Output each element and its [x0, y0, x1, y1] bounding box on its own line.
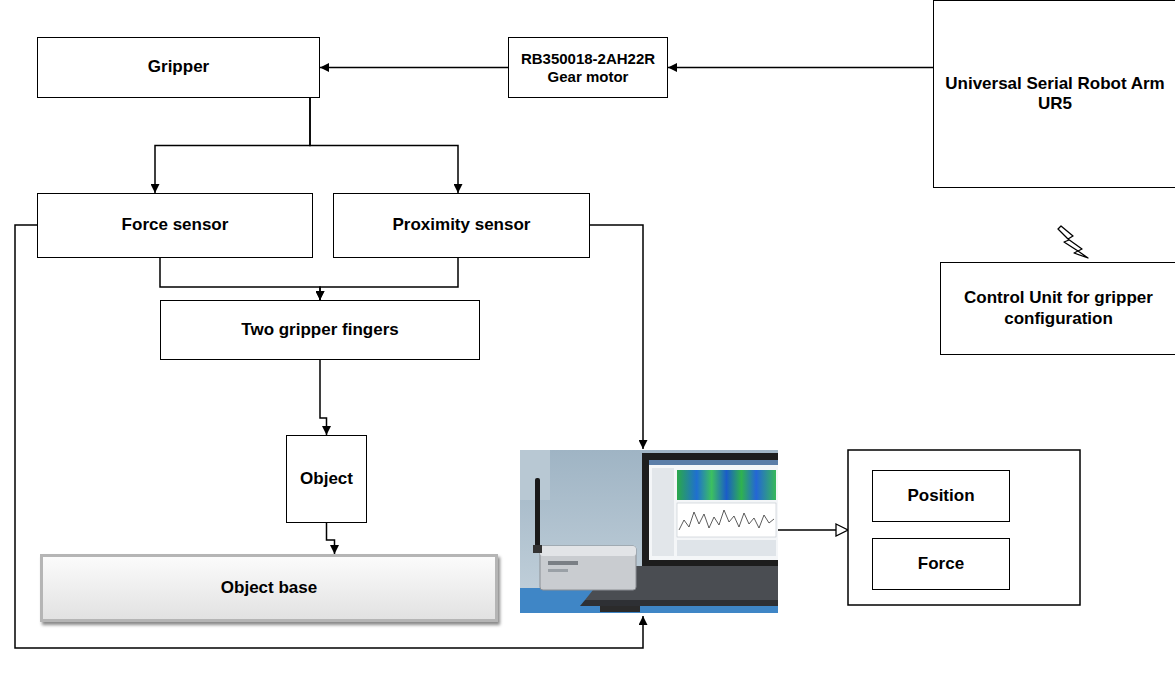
node-text: Two gripper fingers: [241, 320, 398, 340]
laptop-photo: [520, 450, 778, 613]
node-text: Force sensor: [122, 215, 229, 235]
wireless-symbol: [1058, 226, 1088, 258]
node-text: Force: [918, 554, 964, 574]
connector-arrow: [155, 98, 310, 193]
node-text: Position: [907, 486, 974, 506]
output-frame: [848, 450, 1080, 605]
connector-arrow: [327, 523, 335, 554]
object-box: Object: [286, 435, 367, 523]
node-text: Object base: [221, 578, 317, 598]
connector-arrow: [320, 360, 327, 435]
sensor-box: Proximity sensor: [333, 193, 590, 258]
connector-arrow: [668, 67, 933, 69]
connector-arrow: [320, 67, 508, 69]
sensor-box: Force sensor: [37, 193, 313, 258]
motor-box: RB350018-2AH22R Gear motor: [508, 37, 668, 98]
connector-arrow: [320, 258, 458, 300]
force-signal-wire: [15, 225, 643, 648]
node-text: Control Unit for gripper configuration: [947, 288, 1170, 329]
proximity-signal-wire: [590, 225, 643, 449]
node-text: RB350018-2AH22R Gear motor: [515, 50, 661, 86]
process-box: Gripper: [37, 37, 320, 98]
output-box: Force: [872, 538, 1010, 590]
fingers-box: Two gripper fingers: [160, 300, 480, 360]
output-arrow: [778, 529, 848, 531]
node-text: Universal Serial Robot Arm UR5: [940, 74, 1170, 115]
node-text: Proximity sensor: [393, 215, 531, 235]
node-text: Object: [300, 469, 353, 489]
node-text: Gripper: [148, 57, 209, 77]
connector-arrow: [160, 258, 320, 300]
output-box: Position: [872, 470, 1010, 522]
object-base: Object base: [40, 554, 498, 622]
robot-arm-box: Universal Serial Robot Arm UR5: [933, 0, 1175, 188]
connector-arrow: [310, 98, 458, 193]
control-unit-box: Control Unit for gripper configuration: [940, 262, 1175, 355]
